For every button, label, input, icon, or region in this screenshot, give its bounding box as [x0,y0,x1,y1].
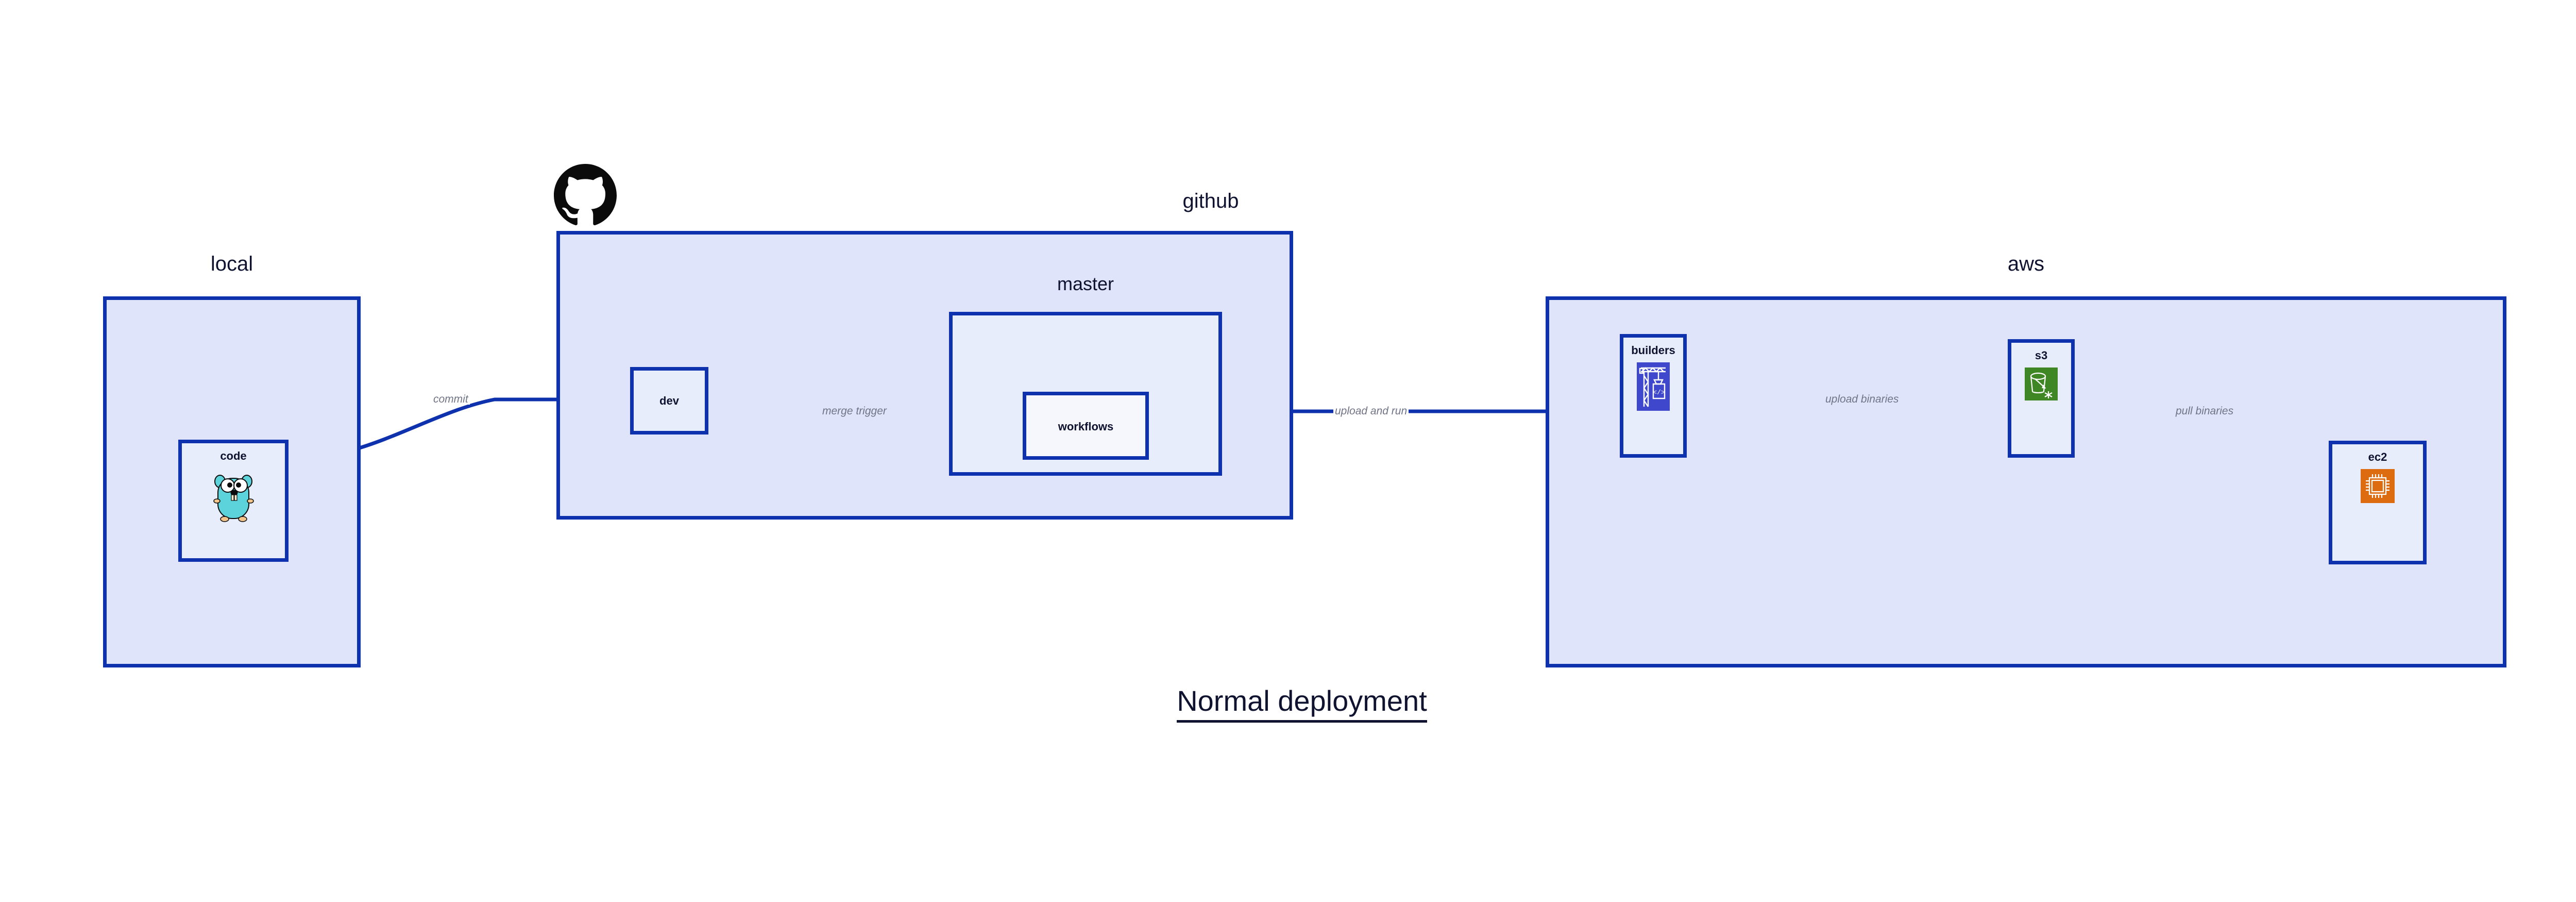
edge-label-pull-binaries: pull binaries [2174,406,2235,416]
node-label-dev: dev [659,394,679,407]
node-code[interactable]: code [178,440,289,562]
node-dev[interactable]: dev [630,367,708,435]
group-label-local: local [210,253,253,275]
node-label-workflows: workflows [1058,420,1114,433]
node-s3[interactable]: s3 [2008,339,2075,458]
diagram-title-text: Normal deployment [1177,684,1427,723]
edge-label-merge-trigger: merge trigger [821,406,888,416]
edge-label-upload-binaries: upload binaries [1824,394,1901,405]
node-workflows[interactable]: workflows [1023,392,1149,460]
node-ec2[interactable]: ec2 [2329,441,2427,564]
diagram-title: Normal deployment [0,684,2576,723]
aws-codebuild-crane-icon: </> [1637,362,1670,413]
go-gopher-icon [209,468,258,526]
node-label-code: code [220,449,247,462]
node-label-s3: s3 [2035,349,2048,362]
edge-label-upload-and-run: upload and run [1333,406,1409,416]
node-label-builders: builders [1631,344,1675,357]
svg-text:</>: </> [1653,389,1665,396]
node-builders[interactable]: builders [1620,334,1687,458]
node-label-ec2: ec2 [2368,450,2387,463]
group-label-aws: aws [2007,253,2045,275]
group-label-master: master [1057,273,1114,294]
edge-label-commit: commit [432,394,470,405]
group-label-github: github [1182,190,1239,212]
github-octocat-icon [554,164,617,229]
aws-ec2-chip-icon [2361,469,2395,506]
aws-s3-bucket-icon [2025,368,2058,403]
